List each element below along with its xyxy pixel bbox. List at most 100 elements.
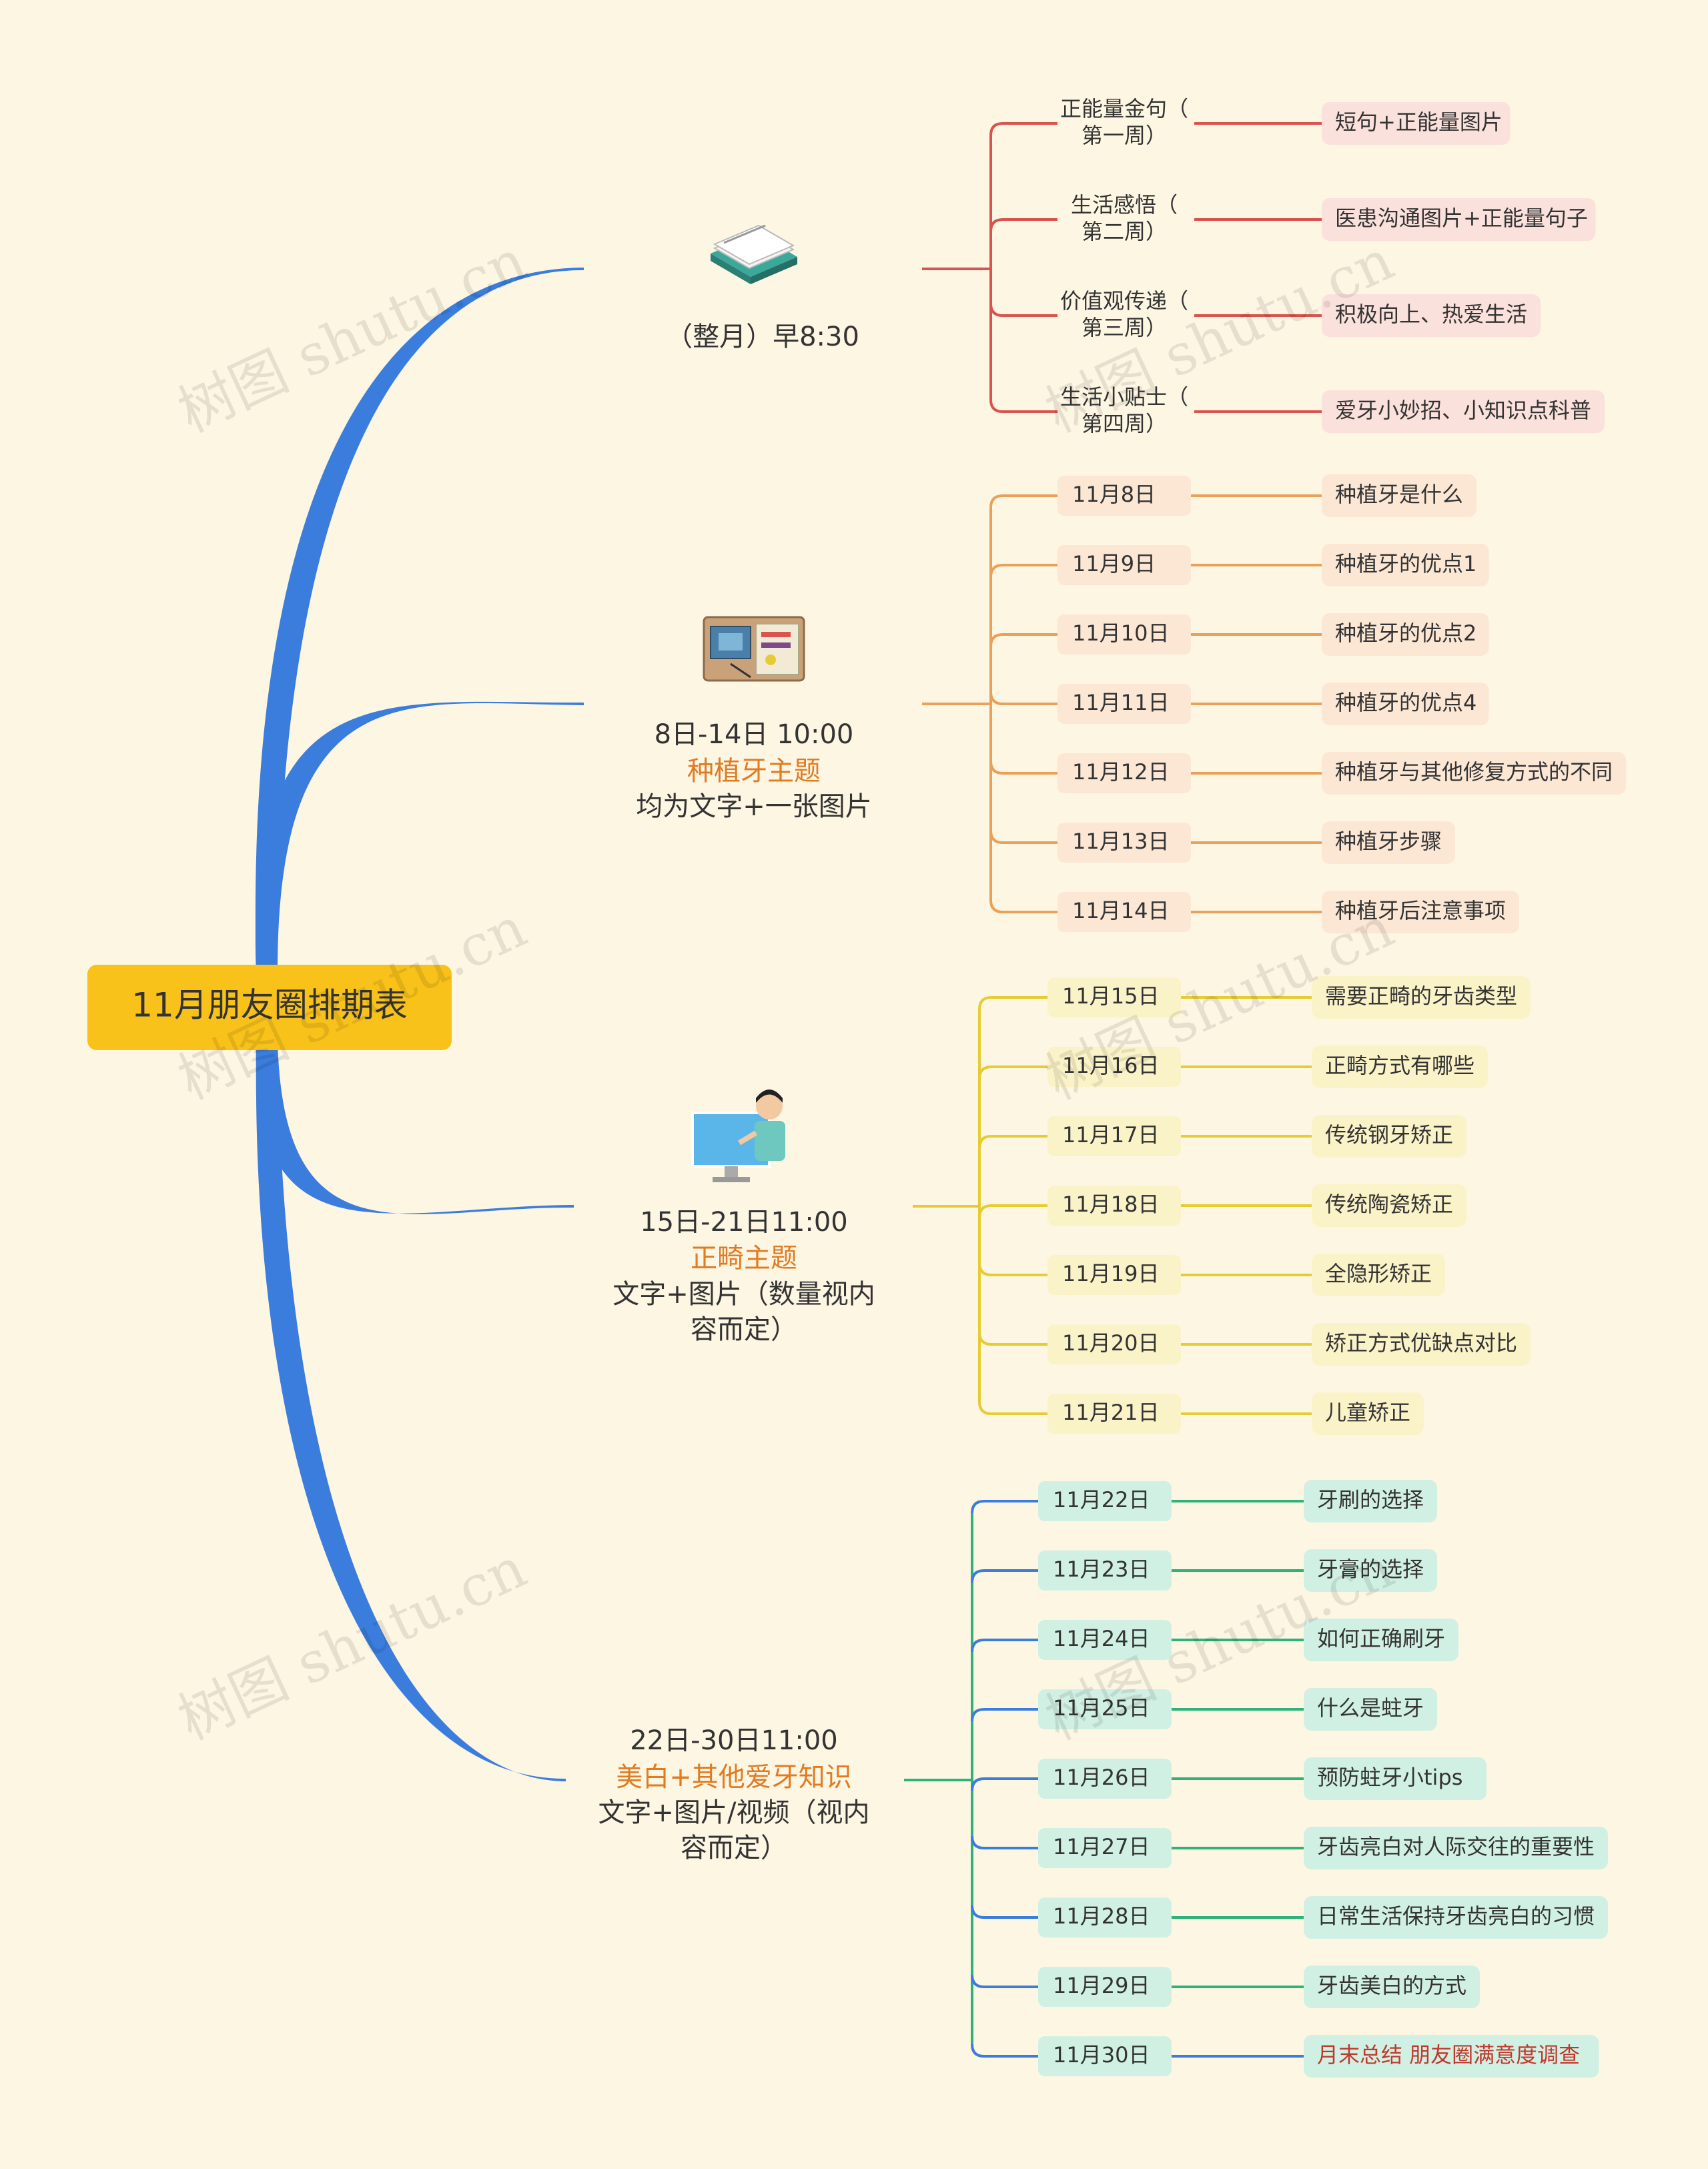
content-chip xyxy=(1312,1392,1424,1435)
date-chip xyxy=(1057,476,1191,516)
date-chip xyxy=(1038,1828,1172,1868)
date-chip xyxy=(1057,684,1191,724)
content-label: 种植牙的优点1 xyxy=(1335,551,1476,576)
list-item[interactable]: 11月17日传统钢牙矫正 xyxy=(1047,1115,1466,1158)
list-item[interactable]: 价值观传递（第三周）积极向上、热爱生活 xyxy=(1060,288,1541,340)
content-label: 种植牙的优点4 xyxy=(1335,690,1476,715)
list-item[interactable]: 生活小贴士（第四周）爱牙小妙招、小知识点科普 xyxy=(1060,384,1605,436)
content-chip xyxy=(1304,1619,1458,1661)
list-item[interactable]: 11月9日 种植牙的优点1 xyxy=(1057,544,1489,586)
list-item[interactable]: 11月15日需要正畸的牙齿类型 xyxy=(1047,976,1531,1019)
root-node[interactable]: 11月朋友圈排期表 xyxy=(87,965,452,1050)
item-elbow xyxy=(978,1332,1047,1346)
week-topic-sub: 第一周） xyxy=(1082,123,1167,148)
list-item[interactable]: 生活感悟（第二周）医患沟通图片+正能量句子 xyxy=(1071,192,1596,244)
date-chip xyxy=(1047,1047,1181,1087)
content-label: 全隐形矫正 xyxy=(1325,1261,1432,1286)
connectors xyxy=(255,122,1324,2058)
date-chip xyxy=(1038,1897,1172,1937)
item-elbow xyxy=(989,830,1057,844)
date-chip xyxy=(1038,1551,1172,1591)
branch-1-line-1: （整月）早8:30 xyxy=(666,322,859,352)
list-item[interactable]: 正能量金句（第一周）短句+正能量图片 xyxy=(1060,96,1511,148)
list-item[interactable]: 11月22日牙刷的选择 xyxy=(1038,1480,1437,1523)
date-chip xyxy=(1047,1116,1181,1156)
date-chip xyxy=(1047,977,1181,1017)
date-label: 11月15日 xyxy=(1062,983,1159,1009)
watermark: 树图 shutu.cn xyxy=(168,228,536,445)
date-label: 11月13日 xyxy=(1072,829,1169,854)
date-label: 11月23日 xyxy=(1053,1557,1150,1582)
list-item[interactable]: 11月28日日常生活保持牙齿亮白的习惯 xyxy=(1038,1896,1608,1939)
date-label: 11月25日 xyxy=(1053,1695,1150,1721)
content-chip xyxy=(1322,821,1455,864)
list-item[interactable]: 11月21日儿童矫正 xyxy=(1047,1392,1424,1435)
content-chip xyxy=(1312,976,1531,1019)
date-chip xyxy=(1038,2036,1172,2076)
date-label: 11月10日 xyxy=(1072,620,1169,646)
list-item[interactable]: 11月12日种植牙与其他修复方式的不同 xyxy=(1057,752,1626,795)
list-item[interactable]: 11月23日牙膏的选择 xyxy=(1038,1549,1437,1592)
date-chip xyxy=(1047,1394,1181,1434)
date-label: 11月18日 xyxy=(1062,1192,1159,1217)
list-item[interactable]: 11月26日 预防蛀牙小tips xyxy=(1038,1757,1487,1800)
branch-2-line-1: 8日-14日 10:00 xyxy=(655,719,854,750)
date-label: 11月26日 xyxy=(1053,1765,1150,1790)
item-elbow xyxy=(989,494,1057,508)
content-label: 牙齿美白的方式 xyxy=(1317,1973,1466,1998)
list-item[interactable]: 11月11日 种植牙的优点4 xyxy=(1057,683,1489,725)
content-chip xyxy=(1312,1184,1466,1227)
date-label: 11月19日 xyxy=(1062,1261,1159,1286)
list-item[interactable]: 11月24日如何正确刷牙 xyxy=(1038,1619,1458,1661)
list-item[interactable]: 11月30日月末总结 朋友圈满意度调查 xyxy=(1038,2035,1599,2078)
list-item[interactable]: 11月16日正畸方式有哪些 xyxy=(1047,1045,1488,1088)
week-topic-sub: 第三周） xyxy=(1082,315,1167,340)
date-chip xyxy=(1047,1186,1181,1226)
list-item[interactable]: 11月19日 全隐形矫正 xyxy=(1047,1254,1445,1296)
content-chip xyxy=(1304,1966,1480,2008)
content-label: 儿童矫正 xyxy=(1325,1400,1410,1425)
content-label: 什么是蛀牙 xyxy=(1317,1695,1424,1721)
content-label: 种植牙后注意事项 xyxy=(1335,898,1506,923)
list-item[interactable]: 11月29日牙齿美白的方式 xyxy=(1038,1966,1480,2008)
content-chip xyxy=(1312,1323,1531,1366)
content-label: 如何正确刷牙 xyxy=(1317,1626,1445,1651)
list-item[interactable]: 11月20日矫正方式优缺点对比 xyxy=(1047,1323,1531,1366)
content-chip xyxy=(1312,1045,1488,1088)
item-elbow xyxy=(978,1204,1047,1218)
item-elbow xyxy=(989,218,1057,232)
branch-1: （整月）早8:30 xyxy=(666,322,859,352)
date-chip xyxy=(1047,1255,1181,1295)
list-item[interactable]: 11月14日种植牙后注意事项 xyxy=(1057,891,1519,933)
item-elbow xyxy=(978,1135,1047,1149)
week-topic-sub: 第四周） xyxy=(1082,411,1167,436)
date-label: 11月9日 xyxy=(1072,551,1156,576)
list-item[interactable]: 11月10日种植牙的优点2 xyxy=(1057,613,1489,656)
content-chip xyxy=(1312,1115,1466,1158)
week-topic-label: 生活感悟（ xyxy=(1071,192,1178,218)
content-chip xyxy=(1322,544,1489,586)
item-elbow xyxy=(971,1777,1038,1791)
list-item[interactable]: 11月8日种植牙是什么 xyxy=(1057,474,1476,517)
date-chip xyxy=(1057,753,1191,793)
icons xyxy=(691,224,805,1182)
list-item[interactable]: 11月27日牙齿亮白对人际交往的重要性 xyxy=(1038,1827,1608,1869)
date-label: 11月17日 xyxy=(1062,1122,1159,1148)
list-item[interactable]: 11月13日种植牙步骤 xyxy=(1057,821,1455,864)
item-elbow xyxy=(971,1905,1038,1919)
notepad-icon xyxy=(711,224,797,284)
item-elbow xyxy=(989,399,1057,413)
week-topic-sub: 第二周） xyxy=(1082,219,1167,244)
desk-workspace-icon xyxy=(703,616,805,682)
date-label: 11月11日 xyxy=(1072,690,1169,715)
list-item[interactable]: 11月25日 什么是蛀牙 xyxy=(1038,1688,1437,1731)
trunk-branch-3 xyxy=(256,1041,574,1214)
list-item[interactable]: 11月18日传统陶瓷矫正 xyxy=(1047,1184,1466,1227)
trunk-branch-1 xyxy=(255,268,584,974)
content-chip xyxy=(1312,1254,1445,1296)
week-topic-label: 正能量金句（ xyxy=(1060,96,1188,121)
presenter-screen-icon xyxy=(691,1090,785,1182)
branch-4-line-3: 文字+图片/视频（视内 xyxy=(598,1797,870,1828)
content-label: 预防蛀牙小tips xyxy=(1317,1765,1462,1790)
content-label: 种植牙与其他修复方式的不同 xyxy=(1335,759,1613,785)
